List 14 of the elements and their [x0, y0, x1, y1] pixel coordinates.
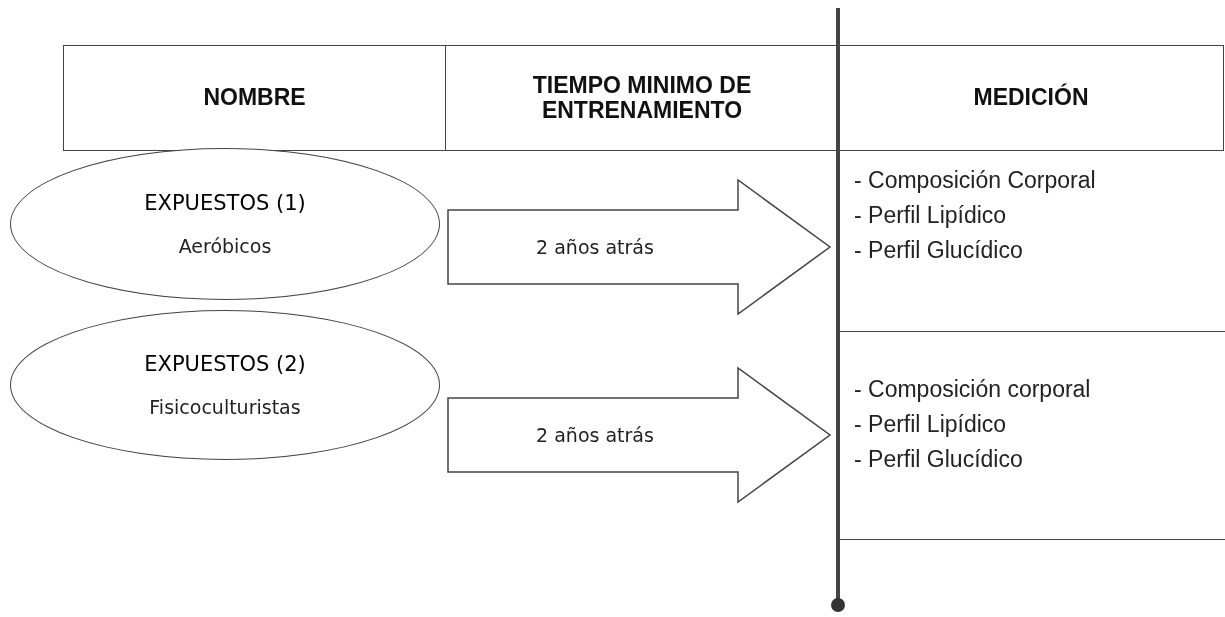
block-arrow [447, 366, 832, 504]
measurement-item: - Perfil Lipídico [854, 202, 1008, 229]
header-cell: TIEMPO MINIMO DE ENTRENAMIENTO [445, 45, 839, 151]
measurement-item: - Composición Corporal [854, 167, 1097, 194]
measurement-item: - Perfil Glucídico [854, 446, 1024, 473]
group-subtitle: Aeróbicos [178, 235, 272, 257]
header-cell: MEDICIÓN [838, 45, 1224, 151]
block-arrow [447, 178, 832, 316]
measurement-item: - Composición corporal [854, 376, 1092, 403]
measurement-item: - Perfil Glucídico [854, 237, 1024, 264]
group-subtitle: Fisicoculturistas [149, 396, 301, 418]
group-title: EXPUESTOS (2) [144, 352, 306, 376]
measurement-item: - Perfil Lipídico [854, 411, 1008, 438]
group-title: EXPUESTOS (1) [144, 191, 306, 215]
